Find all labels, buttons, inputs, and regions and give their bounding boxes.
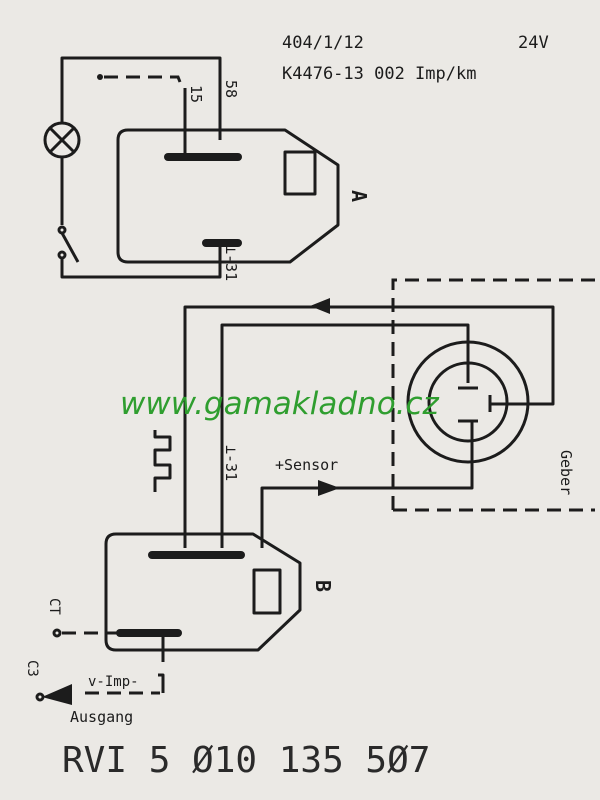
connector-a-label: A <box>347 190 371 202</box>
v-imp-label: v-Imp- <box>88 674 139 690</box>
connector-b-label: B <box>311 580 335 592</box>
lamp-switch-circuit <box>43 56 222 279</box>
output-arrow-icon <box>42 684 72 705</box>
ausgang-label: Ausgang <box>70 708 133 726</box>
geber-label: Geber <box>557 450 575 495</box>
lamp-icon <box>43 121 81 159</box>
sensor-geber: +Sensor ⊥-31 Geber <box>153 278 595 548</box>
ground-31-label-b: ⊥-31 <box>222 445 240 481</box>
pin-15-label: 15 <box>187 85 205 103</box>
arrow-left-icon <box>310 298 330 314</box>
diagram-code: 404/1/12 <box>282 33 364 53</box>
c3-label: C3 <box>24 660 40 677</box>
part-line: K4476-13 002 Imp/km <box>282 64 476 84</box>
pulse-wave-icon <box>153 430 172 492</box>
ct-label: CT <box>46 598 62 615</box>
part-number: RVI 5 Ø10 135 5Ø7 <box>62 740 430 781</box>
switch-icon <box>57 225 67 235</box>
connector-a: A 15 58 ⊥-31 <box>116 80 371 281</box>
watermark: www.gamakladno.cz <box>120 386 440 422</box>
connector-b: B CT C3 v-Imp- Ausgang <box>24 532 335 726</box>
plus-sensor-label: +Sensor <box>275 456 338 474</box>
voltage-label: 24V <box>518 33 549 53</box>
arrow-right-icon <box>318 480 340 496</box>
pin-58-label: 58 <box>222 80 240 98</box>
ground-31-label-a: ⊥-31 <box>222 245 240 281</box>
